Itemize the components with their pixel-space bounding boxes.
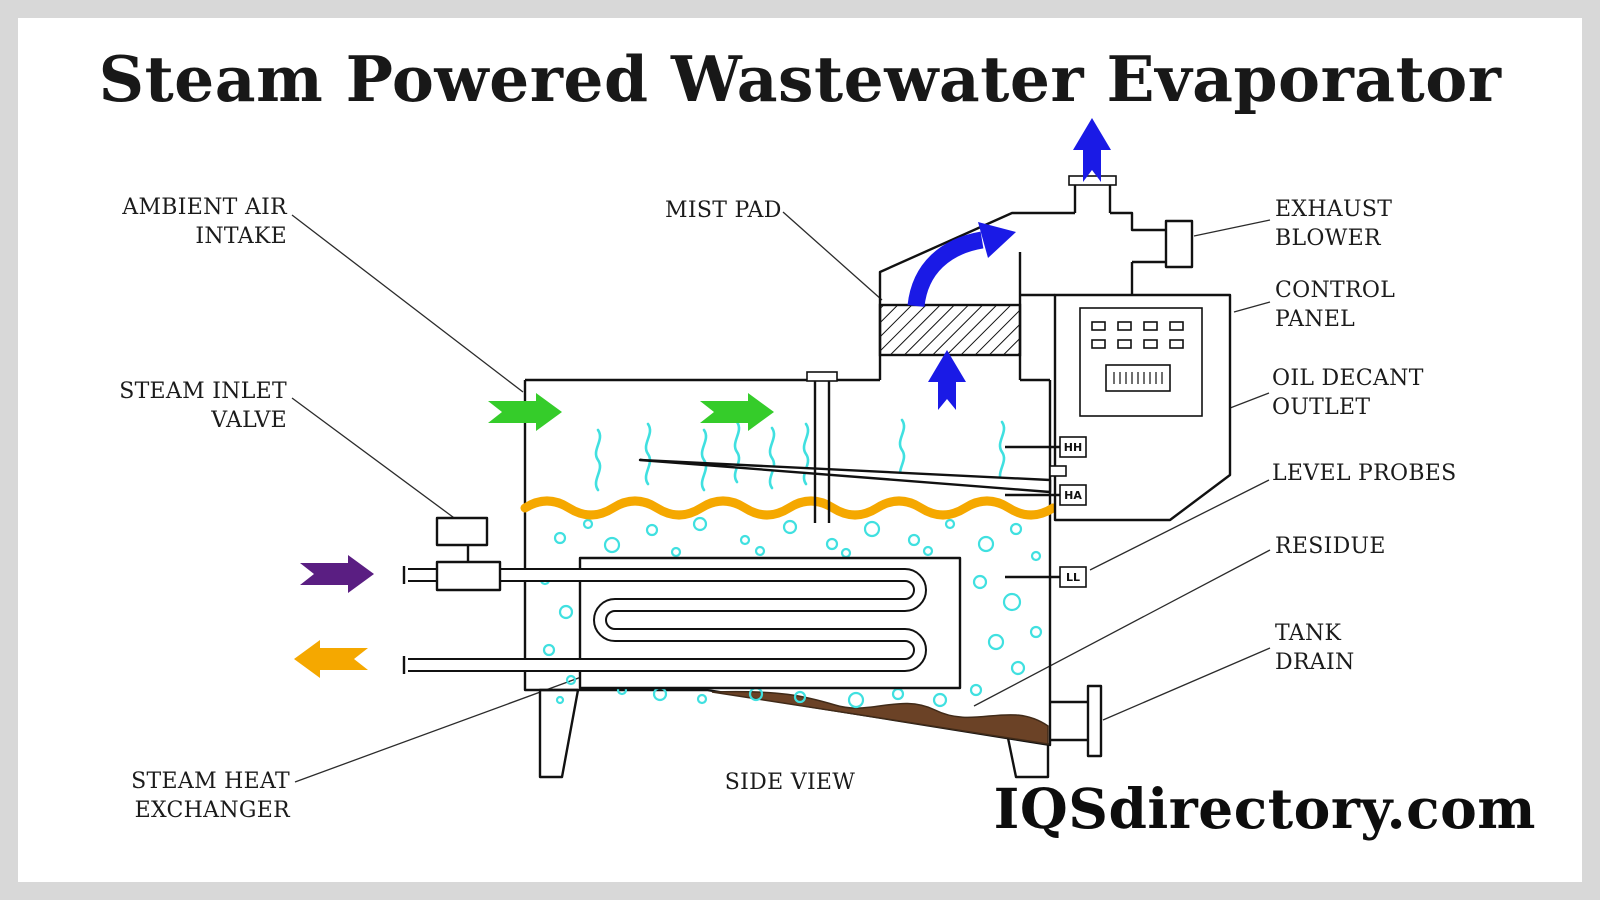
- label-mist-pad: MIST PAD: [665, 198, 782, 223]
- tank-drain: [1050, 684, 1103, 758]
- label-residue: RESIDUE: [1275, 534, 1386, 559]
- vapor-up-arrow: [928, 350, 966, 410]
- label-side-view: SIDE VIEW: [724, 770, 856, 795]
- exhaust-stack-flange: [1068, 175, 1117, 186]
- label-steam-inlet-valve: STEAM INLET VALVE: [119, 379, 287, 434]
- label-control-panel: CONTROL PANEL: [1275, 278, 1396, 333]
- label-ambient-air-intake: AMBIENT AIR INTAKE: [122, 195, 287, 250]
- bubbles: [539, 516, 1043, 709]
- exhaust-blower-box: [1164, 219, 1194, 269]
- label-steam-heat-exchanger: STEAM HEAT EXCHANGER: [131, 769, 290, 824]
- page-title: Steam Powered Wastewater Evaporator: [98, 42, 1502, 116]
- leader-lines: [291, 211, 1271, 783]
- page-background: [18, 18, 1582, 882]
- steam-vapor-squiggles: [594, 418, 1006, 492]
- watermark-iqsdirectory: IQSdirectory.com: [993, 776, 1536, 841]
- exhaust-up-arrow: [1073, 118, 1111, 182]
- level-probe-ha: [1059, 484, 1087, 506]
- vapor-curved-arrow: [907, 231, 984, 308]
- control-panel: [1053, 293, 1232, 522]
- level-probe-hh: [1059, 436, 1087, 458]
- svg-text:HH: HH: [1064, 441, 1082, 454]
- level-probes: HH HA LL: [1005, 436, 1087, 588]
- svg-text:HA: HA: [1064, 489, 1082, 502]
- level-probe-ll: [1059, 566, 1087, 588]
- vapor-curved-arrow-head: [978, 222, 1016, 258]
- water-line: [520, 496, 1058, 520]
- steam-inlet-valve: [435, 516, 502, 592]
- label-tank-drain: TANK DRAIN: [1275, 621, 1355, 676]
- vertical-probe-pipe: [806, 371, 838, 523]
- exhaust-hood: [878, 175, 1194, 380]
- oil-decant-outlet-stub: [1049, 465, 1067, 477]
- label-level-probes: LEVEL PROBES: [1272, 461, 1457, 486]
- residue-sludge: [711, 690, 1049, 745]
- tank-body: [523, 378, 1052, 779]
- steam-in-arrow: [300, 555, 374, 593]
- oil-skimmer: [638, 458, 1052, 494]
- air-intake-arrow-1: [488, 393, 562, 431]
- mist-pad-element: [878, 303, 1022, 357]
- steam-heat-exchanger: [402, 556, 962, 690]
- label-exhaust-blower: EXHAUST BLOWER: [1275, 197, 1393, 252]
- air-intake-arrow-2: [700, 393, 774, 431]
- condensate-out-arrow: [294, 640, 368, 678]
- svg-text:LL: LL: [1066, 571, 1080, 584]
- label-oil-decant-outlet: OIL DECANT OUTLET: [1272, 366, 1424, 421]
